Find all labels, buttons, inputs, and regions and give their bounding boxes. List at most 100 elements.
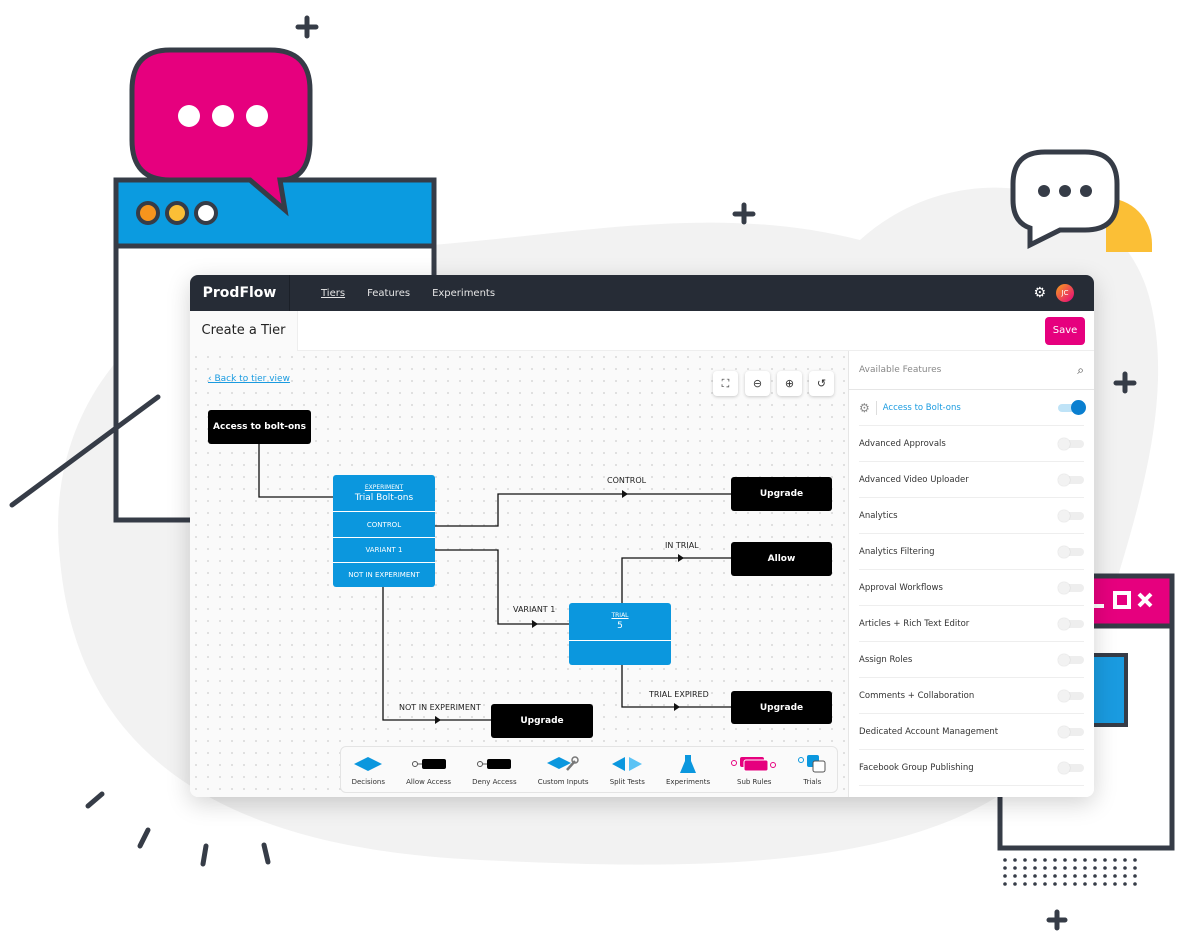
edge-control [435, 493, 731, 527]
node-allow[interactable]: Allow [731, 542, 832, 576]
node-toolbar: Decisions Allow Access Deny Access Custo… [340, 746, 838, 793]
tool-label: Experiments [666, 778, 711, 786]
arrow-icon [532, 620, 538, 628]
feature-toggle[interactable] [1058, 581, 1084, 594]
back-link-text[interactable]: Back to tier view [214, 374, 290, 384]
feature-toggle[interactable] [1058, 400, 1086, 415]
node-upgrade-control[interactable]: Upgrade [731, 477, 832, 511]
tool-label: Trials [803, 778, 822, 786]
feature-label: Access to Bolt-ons [882, 402, 961, 413]
diamond-icon [354, 755, 383, 773]
arrow-icon [674, 703, 680, 711]
tool-label: Allow Access [406, 778, 452, 786]
gear-icon[interactable]: ⚙ [1033, 285, 1046, 301]
edge-start-experiment [258, 444, 333, 498]
brand-logo: ProdFlow [190, 275, 290, 311]
page-header: Create a Tier Save [190, 310, 1094, 351]
tool-experiments[interactable]: Experiments [666, 755, 710, 786]
tool-deny-access[interactable]: Deny Access [472, 755, 517, 786]
top-nav: ProdFlow Tiers Features Experiments ⚙ JC [190, 275, 1094, 311]
trial-value: 5 [617, 621, 623, 631]
tool-label: Deny Access [472, 778, 517, 786]
wrench-icon [547, 755, 579, 773]
app-window: ProdFlow Tiers Features Experiments ⚙ JC… [190, 275, 1094, 797]
feature-toggle[interactable] [1058, 473, 1084, 486]
edge-label-expired: TRIAL EXPIRED [649, 690, 709, 699]
edge-label-control: CONTROL [607, 476, 647, 485]
feature-toggle[interactable] [1058, 653, 1084, 666]
tool-label: Custom Inputs [537, 778, 589, 786]
arrow-icon [622, 490, 628, 498]
feature-item: Analytics Filtering [859, 534, 1084, 570]
tool-label: Split Tests [609, 778, 645, 786]
experiment-type: EXPERIMENT [364, 483, 404, 491]
tool-split-tests[interactable]: Split Tests [610, 755, 645, 786]
tool-sub-rules[interactable]: Sub Rules [731, 755, 777, 786]
sidebar-title: Available Features [859, 365, 942, 375]
tool-decisions[interactable]: Decisions [352, 755, 385, 786]
fullscreen-icon[interactable]: ⛶ [713, 371, 738, 396]
tool-trials[interactable]: Trials [798, 755, 826, 786]
allow-node-icon [411, 755, 446, 773]
flask-icon [680, 755, 697, 773]
tool-allow-access[interactable]: Allow Access [406, 755, 451, 786]
split-icon [612, 755, 643, 773]
nav-experiments[interactable]: Experiments [432, 287, 496, 299]
edge-label-not-in: NOT IN EXPERIMENT [399, 703, 481, 712]
branch-control[interactable]: CONTROL [333, 512, 435, 538]
nav-tiers[interactable]: Tiers [321, 287, 346, 299]
zoom-out-icon[interactable]: ⊖ [745, 371, 770, 396]
feature-label: Advanced Approvals [859, 438, 946, 449]
nav-features[interactable]: Features [367, 287, 411, 299]
feature-toggle[interactable] [1058, 725, 1084, 738]
arrow-icon [678, 554, 684, 562]
feature-item: Assign Roles [859, 642, 1084, 678]
trial-node[interactable]: TRIAL 5 [569, 603, 671, 665]
zoom-in-icon[interactable]: ⊕ [777, 371, 802, 396]
edge-label-in-trial: IN TRIAL [665, 541, 699, 550]
feature-label: Comments + Collaboration [859, 690, 975, 701]
flow-canvas[interactable]: ‹ Back to tier view ⛶ ⊖ ⊕ ↺ Access to bo… [190, 351, 848, 797]
branch-not-in[interactable]: NOT IN EXPERIMENT [348, 571, 420, 579]
flow-connectors [258, 444, 731, 724]
feature-item: ⚙ Access to Bolt-ons [859, 390, 1086, 426]
arrow-icon [435, 716, 441, 724]
node-upgrade-expired[interactable]: Upgrade [731, 691, 832, 724]
branch-variant[interactable]: VARIANT 1 [333, 538, 435, 563]
experiment-name: Trial Bolt-ons [354, 492, 414, 503]
feature-item: Facebook Group Publishing [859, 750, 1084, 786]
back-link[interactable]: ‹ Back to tier view [208, 374, 290, 384]
edge-label-variant: VARIANT 1 [513, 605, 556, 614]
node-start[interactable]: Access to bolt-ons [208, 410, 311, 444]
feature-toggle[interactable] [1058, 761, 1084, 774]
feature-toggle[interactable] [1058, 689, 1084, 702]
feature-toggle[interactable] [1058, 509, 1084, 522]
save-button[interactable]: Save [1045, 316, 1085, 345]
feature-item: Comments + Collaboration [859, 678, 1084, 714]
gear-icon[interactable]: ⚙ [859, 400, 877, 415]
feature-label: Analytics Filtering [859, 546, 935, 557]
tool-label: Decisions [351, 778, 386, 786]
avatar[interactable]: JC [1056, 284, 1074, 302]
tool-custom-inputs[interactable]: Custom Inputs [538, 755, 589, 786]
sub-rules-icon [731, 755, 777, 773]
feature-toggle[interactable] [1058, 617, 1084, 630]
search-icon[interactable]: ⌕ [1077, 362, 1084, 377]
feature-item: Approval Workflows [859, 570, 1084, 606]
feature-item: Advanced Approvals [859, 426, 1084, 462]
edge-not-in [382, 587, 491, 721]
feature-label: Facebook Group Publishing [859, 762, 974, 773]
tool-label: Sub Rules [737, 778, 772, 786]
feature-label: Approval Workflows [859, 582, 943, 593]
feature-item: Advanced Video Uploader [859, 462, 1084, 498]
feature-toggle[interactable] [1058, 545, 1084, 558]
feature-toggle[interactable] [1058, 437, 1084, 450]
node-upgrade-not-in[interactable]: Upgrade [491, 704, 593, 738]
reset-icon[interactable]: ↺ [809, 371, 834, 396]
feature-label: Advanced Video Uploader [859, 474, 969, 485]
edge-expired [621, 665, 731, 708]
edge-in-trial [621, 557, 731, 603]
trial-type: TRIAL [611, 612, 629, 619]
